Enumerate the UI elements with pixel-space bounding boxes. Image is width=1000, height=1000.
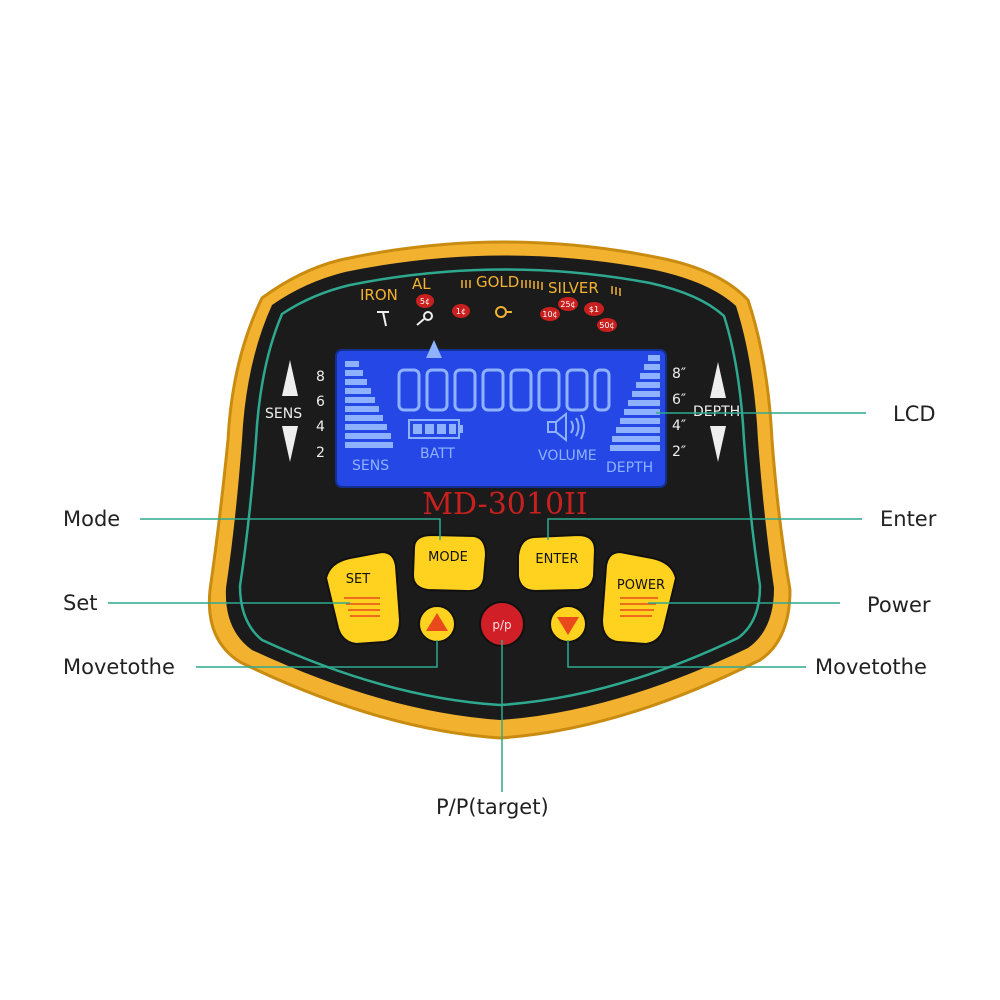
mode-button[interactable]: MODE [411,533,488,593]
lcd-callout: LCD [893,402,936,426]
callout-lines [108,412,866,792]
lcd-volume-label: VOLUME [538,448,597,464]
depth-tick-8: 8″ [672,366,686,382]
lcd-segment-boxes [397,368,611,412]
sens-up-arrow-icon [282,360,298,396]
al-label: AL [412,275,431,293]
coin-1c-label: 1¢ [456,307,466,316]
move-left-leader-line [196,640,438,668]
model-name: MD-3010II [422,487,588,522]
enter-button[interactable]: ENTER [517,533,597,593]
coin-50c-label: 50¢ [599,321,614,330]
depth-down-arrow-icon [710,426,726,462]
sens-down-arrow-icon [282,426,298,462]
coin-1-dollar-label: $1 [589,305,599,314]
sens-tick-2: 2 [316,445,325,461]
set-callout: Set [63,591,98,615]
coin-50c [597,318,617,332]
set-button-label: SET [346,572,370,587]
set-button[interactable]: SET [324,550,402,646]
coin-5c-label: 5¢ [420,297,430,306]
up-button[interactable] [418,605,456,643]
mode-button-label: MODE [428,550,468,565]
set-button-lines [344,597,380,617]
up-arrow-icon [426,613,448,631]
coin-25c-label: 25¢ [560,300,575,309]
ring-icon [495,306,512,318]
power-button[interactable]: POWER [600,550,678,646]
move-right-callout: Movetothe [815,655,927,679]
move-left-callout: Movetothe [63,655,175,679]
mode-leader-line [140,518,441,540]
lcd-depth-bars [610,355,660,451]
sens-label: SENS [265,406,302,422]
lcd-sens-bars [345,361,393,448]
depth-tick-6: 6″ [672,392,686,408]
coin-10c [540,307,560,321]
sens-tick-6: 6 [316,394,325,410]
coin-5c [416,294,434,308]
coin-badges: 5¢ 1¢ 10¢ 25¢ $1 50¢ [416,294,617,332]
lcd-screen: SENS BATT VOLUME DEPTH [335,340,667,488]
power-button-lines [620,597,658,617]
coin-1c [452,304,470,318]
speaker-icon [547,411,585,443]
nail-icon [377,311,389,327]
pp-callout: P/P(target) [436,795,549,819]
teal-trim [238,268,762,707]
coin-1-dollar [584,302,604,316]
pp-button-label: p/p [492,618,511,632]
depth-tick-4: 4″ [672,418,686,434]
enter-callout: Enter [880,507,937,531]
target-pointer-icon [426,340,442,358]
sens-tick-4: 4 [316,419,325,435]
mode-callout: Mode [63,507,121,531]
depth-up-arrow-icon [710,362,726,398]
move-right-leader-line [567,640,806,668]
depth-scale: DEPTH 8″ 6″ 4″ 2″ [672,362,740,462]
lcd-batt-label: BATT [420,446,455,462]
coin-10c-label: 10¢ [542,310,557,319]
pp-button[interactable]: p/p [479,601,525,647]
battery-icon [408,419,463,439]
scale-hatch [461,280,621,296]
gold-label: GOLD [476,273,519,291]
sens-tick-8: 8 [316,369,325,385]
down-button[interactable] [549,605,587,643]
power-button-label: POWER [617,578,665,593]
enter-leader-line [547,518,862,540]
metal-scale: IRON AL GOLD SILVER 5¢ 1¢ 10¢ 25¢ $1 50¢ [360,273,621,332]
silver-label: SILVER [548,279,599,297]
lcd-depth-label: DEPTH [606,460,653,476]
iron-label: IRON [360,286,398,304]
lcd-sens-label: SENS [352,458,389,474]
depth-tick-2: 2″ [672,444,686,460]
enter-button-label: ENTER [535,552,578,567]
key-icon [416,311,433,326]
sens-scale: SENS 8 6 4 2 [265,360,325,462]
depth-label: DEPTH [693,404,740,420]
power-callout: Power [867,593,931,617]
coin-25c [558,297,578,311]
down-arrow-icon [557,617,579,635]
